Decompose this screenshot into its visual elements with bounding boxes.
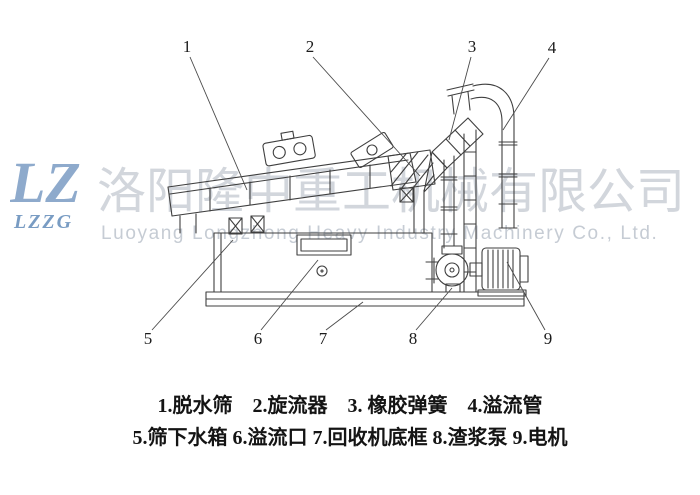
overflow-port [296,234,352,277]
callout-leaders [151,56,550,331]
base-frame [205,291,525,307]
callout-number-8: 8 [409,329,418,348]
overflow-pipe [470,83,518,229]
logo-text: LZZG [13,211,73,233]
callout-number-5: 5 [144,329,153,348]
feed-chute [350,131,394,169]
rubber-springs [228,187,414,235]
legend-line-1: 1.脱水筛 2.旋流器 3. 橡胶弹簧 4.溢流管 [157,395,543,417]
callout-number-7: 7 [319,329,328,348]
motor [469,247,529,297]
legend: 1.脱水筛 2.旋流器 3. 橡胶弹簧 4.溢流管 5.筛下水箱 6.溢流口 7… [0,390,700,454]
callout-numbers: 1 2 3 4 5 6 7 8 9 [144,37,557,348]
cyclone-support [463,129,477,293]
feed-box [387,149,436,191]
callout-number-9: 9 [544,329,553,348]
pump-discharge-pipe [440,155,458,249]
slurry-pump [425,245,469,293]
callout-number-1: 1 [183,37,192,56]
callout-number-3: 3 [468,37,477,56]
cyclone [423,83,484,193]
dewatering-screen [167,130,436,234]
callout-number-6: 6 [254,329,263,348]
logo-mark: LZ [10,150,81,215]
callout-number-4: 4 [548,38,557,57]
legend-line-2: 5.筛下水箱 6.溢流口 7.回收机底框 8.渣浆泵 9.电机 [132,427,568,449]
lzzg-logo: LZ LZZG [10,150,81,233]
vibration-motor [262,130,316,167]
callout-number-2: 2 [306,37,315,56]
